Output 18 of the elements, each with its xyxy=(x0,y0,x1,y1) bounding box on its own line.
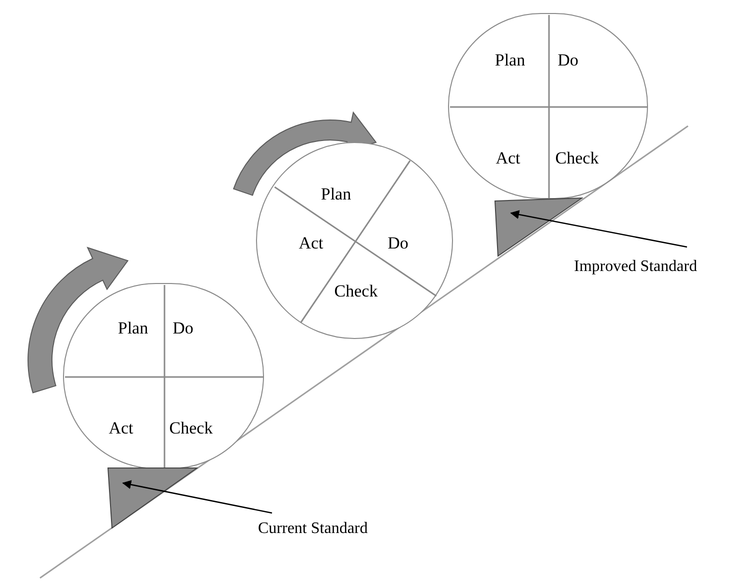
wedge-block xyxy=(494,197,583,257)
phase-label: Do xyxy=(558,52,578,68)
wedge-block xyxy=(107,467,198,529)
leader-line xyxy=(510,210,688,248)
phase-label: Check xyxy=(334,282,378,300)
standard-label: Current Standard xyxy=(258,518,408,540)
phase-label: Check xyxy=(169,420,213,436)
leader-line xyxy=(122,480,272,514)
phase-label: Act xyxy=(496,150,520,166)
standard-label: Improved Standard xyxy=(574,256,734,278)
phase-label: Plan xyxy=(118,320,148,336)
phase-label: Check xyxy=(555,150,599,166)
phase-label: Do xyxy=(388,234,408,252)
phase-label: Act xyxy=(298,234,324,252)
phase-label: Act xyxy=(108,420,134,436)
phase-label: Plan xyxy=(320,186,352,202)
phase-label: Plan xyxy=(494,52,526,68)
phase-label: Do xyxy=(172,320,194,336)
